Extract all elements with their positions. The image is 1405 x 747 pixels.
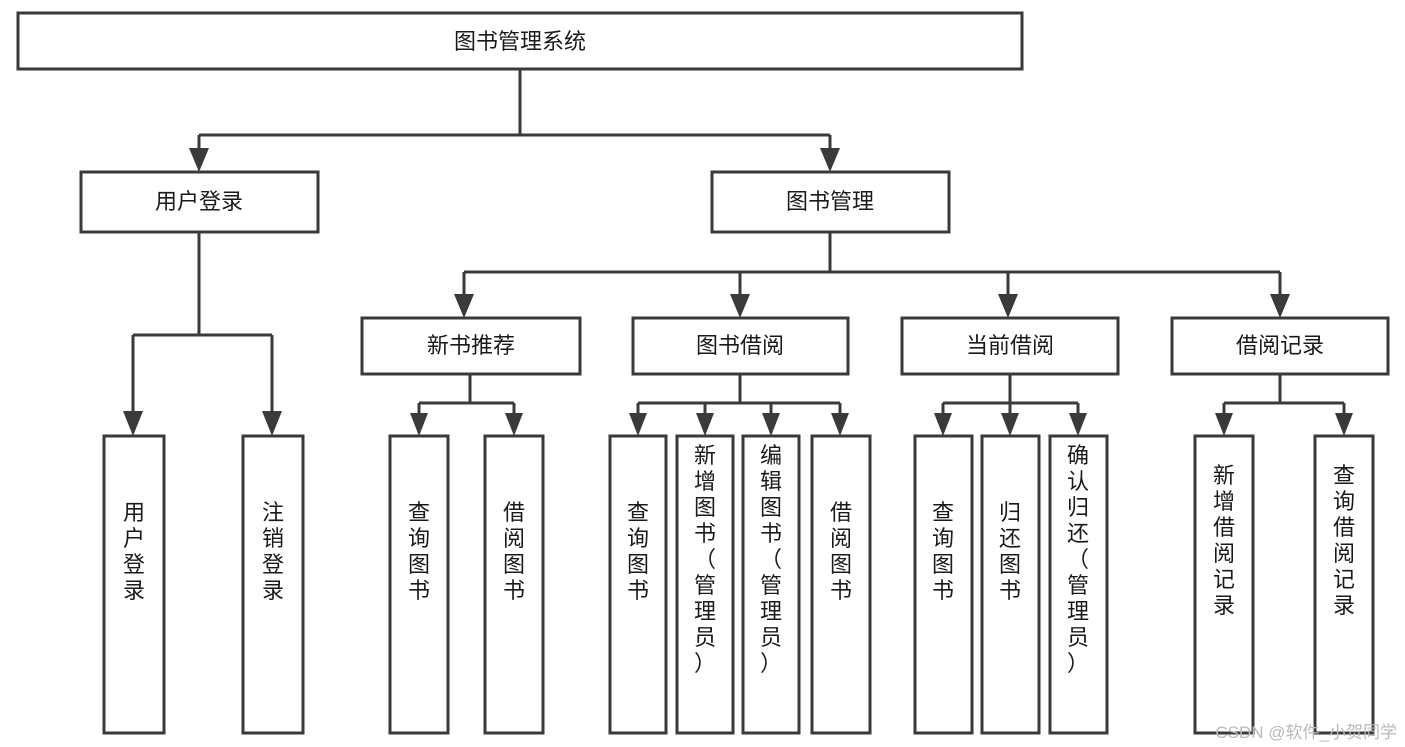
node-leaf-query-book-borrow-box [608,434,668,735]
arrow-to-leaf-logout [262,411,282,436]
node-leaf-query-book-current-label: 查询图书 [932,500,954,603]
node-leaf-user-login-label: 用户登录 [123,500,145,603]
node-leaf-return-book-box [980,434,1041,735]
arrowhead-layer [123,148,1353,436]
node-current-borrow-box [900,316,1120,376]
node-leaf-logout-label: 注销登录 [262,500,284,603]
connector-new-book-bus [417,374,516,421]
node-current-borrow-label: 当前借阅 [966,333,1054,358]
node-leaf-borrow-book-recommend-box [483,434,545,735]
connector-layer [131,69,1346,421]
node-leaf-logout-box [241,434,305,735]
node-leaf-borrow-book-box [810,434,872,735]
node-leaf-add-borrow-record-box [1193,434,1255,735]
arrow-to-leaf-return-book [1001,413,1019,436]
arrow-to-leaf-confirm-return-admin [1069,413,1087,436]
node-book-borrow-label: 图书借阅 [696,333,784,358]
node-current-borrow[interactable]: 当前借阅 [900,316,1120,376]
arrow-to-leaf-borrow-book-recommend [505,413,523,436]
arrow-to-leaf-query-book-current [934,413,952,436]
arrow-to-leaf-add-borrow-record [1215,413,1233,436]
node-root-box [16,11,1024,71]
connector-user-login-bus [131,232,274,421]
node-leaf-query-borrow-record-label: 查询借阅记录 [1333,463,1355,618]
arrow-to-leaf-edit-book-admin [762,413,780,436]
connector-book-management-bus [462,232,1282,303]
node-leaf-query-book-recommend-box [388,434,450,735]
node-leaf-confirm-return-admin[interactable]: 确认归还（管理员） [1048,434,1109,735]
node-leaf-add-book-admin-box [675,434,735,735]
node-root[interactable]: 图书管理系统 [16,11,1024,71]
node-leaf-confirm-return-admin-label: 确认归还（管理员） [1067,443,1089,676]
node-leaf-borrow-book-label: 借阅图书 [830,500,852,603]
node-leaf-query-book-recommend[interactable]: 查询图书 [388,434,450,735]
node-leaf-borrow-book[interactable]: 借阅图书 [810,434,872,735]
node-leaf-add-book-admin-label: 新增图书（管理员） [694,443,716,676]
connector-root-bus [197,69,832,157]
node-new-book-recommend-box [360,316,582,376]
node-leaf-query-borrow-record[interactable]: 查询借阅记录 [1313,434,1375,735]
node-leaf-confirm-return-admin-box [1048,434,1109,735]
node-book-borrow[interactable]: 图书借阅 [631,316,850,376]
node-leaf-query-book-borrow[interactable]: 查询图书 [608,434,668,735]
arrow-to-new-book-recommend [454,294,474,318]
node-borrow-record-label: 借阅记录 [1236,333,1324,358]
node-leaf-add-borrow-record-label: 新增借阅记录 [1213,463,1235,618]
node-new-book-recommend[interactable]: 新书推荐 [360,316,582,376]
node-leaf-user-login-box [102,434,166,735]
node-user-login-box [79,170,320,234]
node-borrow-record-box [1170,316,1390,376]
node-book-management[interactable]: 图书管理 [710,170,951,234]
node-user-login-label: 用户登录 [155,189,243,214]
node-leaf-add-borrow-record[interactable]: 新增借阅记录 [1193,434,1255,735]
arrow-to-leaf-query-book-borrow [629,413,647,436]
node-leaf-borrow-book-recommend-label: 借阅图书 [503,500,525,603]
node-leaf-query-book-borrow-label: 查询图书 [627,500,649,603]
watermark: CSDN @软件_小贺同学 [1215,723,1397,742]
arrow-to-user-login [189,148,209,172]
arrow-to-leaf-query-borrow-record [1335,413,1353,436]
node-book-borrow-box [631,316,850,376]
arrow-to-leaf-query-book-recommend [410,413,428,436]
node-leaf-edit-book-admin[interactable]: 编辑图书（管理员） [741,434,801,735]
node-book-management-label: 图书管理 [786,189,874,214]
arrow-to-leaf-user-login [123,411,143,436]
node-leaf-return-book[interactable]: 归还图书 [980,434,1041,735]
node-leaf-add-book-admin[interactable]: 新增图书（管理员） [675,434,735,735]
arrow-to-book-management [820,148,840,172]
node-leaf-borrow-book-recommend[interactable]: 借阅图书 [483,434,545,735]
node-leaf-edit-book-admin-box [741,434,801,735]
arrow-to-book-borrow [730,294,750,318]
connector-book-borrow-bus [636,374,842,421]
connector-current-borrow-bus [941,374,1080,421]
arrow-to-leaf-borrow-book [831,413,849,436]
arrow-to-leaf-add-book-admin [696,413,714,436]
node-user-login[interactable]: 用户登录 [79,170,320,234]
node-leaf-user-login[interactable]: 用户登录 [102,434,166,735]
node-leaf-edit-book-admin-label: 编辑图书（管理员） [760,443,782,676]
node-new-book-recommend-label: 新书推荐 [427,333,515,358]
node-leaf-return-book-label: 归还图书 [999,500,1021,603]
node-borrow-record[interactable]: 借阅记录 [1170,316,1390,376]
node-book-management-box [710,170,951,234]
node-leaf-query-book-current[interactable]: 查询图书 [913,434,974,735]
node-leaf-query-book-recommend-label: 查询图书 [408,500,430,603]
node-leaf-logout[interactable]: 注销登录 [241,434,305,735]
connector-borrow-record-bus [1222,374,1346,421]
arrow-to-borrow-record [1270,294,1290,318]
arrow-to-current-borrow [998,294,1018,318]
node-leaf-query-borrow-record-box [1313,434,1375,735]
node-leaf-query-book-current-box [913,434,974,735]
node-root-label: 图书管理系统 [454,29,586,54]
